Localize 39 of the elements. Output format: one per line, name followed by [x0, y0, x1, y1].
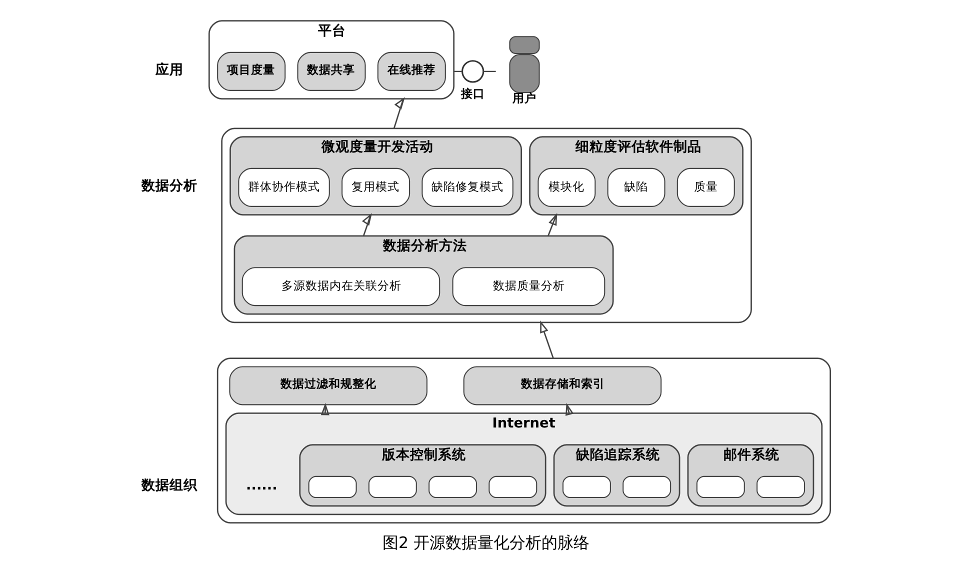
node-label: 用户 — [512, 90, 536, 105]
node-box: 数据质量分析 — [452, 267, 605, 306]
cluster — [220, 128, 752, 324]
node-box — [488, 476, 537, 498]
label: ...... — [246, 477, 277, 494]
node-box: 项目度量 — [216, 52, 286, 91]
connector — [483, 70, 496, 72]
node-box: 模块化 — [537, 168, 596, 207]
node-box — [428, 476, 477, 498]
cluster: 邮件系统 — [686, 444, 814, 507]
node-box: 在线推荐 — [376, 52, 446, 91]
node-box: 群体协作模式 — [238, 168, 330, 207]
arrow — [392, 97, 404, 129]
cluster — [216, 358, 831, 524]
arrow — [546, 212, 557, 236]
node-box: 缺陷修复模式 — [421, 168, 513, 207]
label: 数据组织 — [141, 477, 198, 494]
node-box: 复用模式 — [341, 168, 410, 207]
node-circle — [460, 60, 484, 83]
node-box — [756, 476, 805, 498]
node-box: 缺陷 — [606, 168, 665, 207]
caption: 图2 开源数据量化分析的脉络 — [382, 533, 590, 552]
arrow — [361, 213, 372, 236]
node-box: 数据存储和索引 — [462, 366, 662, 406]
node-box: 多源数据内在关联分析 — [241, 267, 440, 306]
node-box — [368, 476, 416, 498]
cluster: 版本控制系统 — [298, 444, 546, 507]
node-box: 数据共享 — [296, 52, 366, 91]
label: 应用 — [154, 62, 183, 78]
node-box — [308, 476, 356, 498]
label: 数据分析 — [141, 178, 198, 194]
cluster: 缺陷追踪系统 — [552, 444, 680, 507]
node-box — [622, 476, 671, 498]
node-box — [696, 476, 744, 498]
node-label: 接口 — [460, 86, 485, 101]
arrow — [540, 320, 554, 359]
node-box: 质量 — [676, 168, 734, 207]
node-box — [562, 476, 610, 498]
node-box: 数据过滤和规整化 — [228, 366, 427, 406]
